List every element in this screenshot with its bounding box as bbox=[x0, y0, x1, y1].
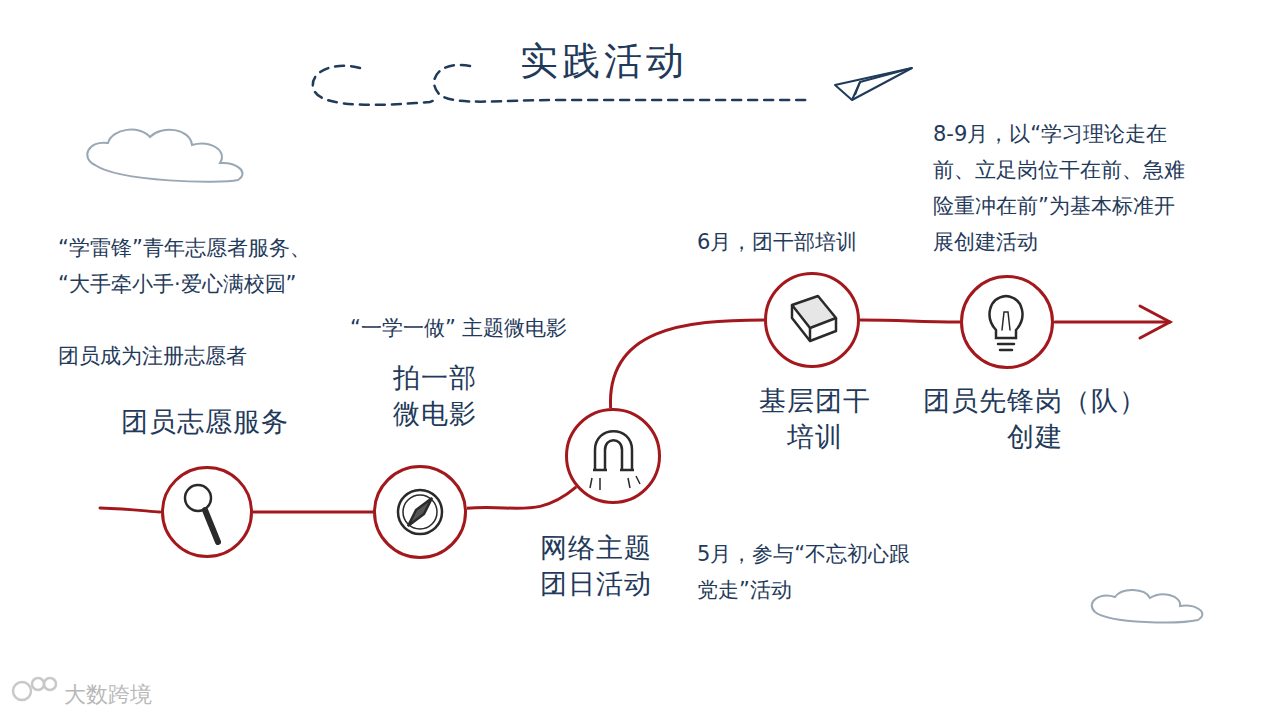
node-heading: 基层团干 培训 bbox=[745, 383, 885, 456]
timeline-circle: 团员先锋岗（队） 创建8-9月，以“学习理论走在前、立足岗位干在前、急难险重冲在… bbox=[960, 275, 1054, 369]
circle-outline bbox=[373, 465, 467, 559]
node-description: 6月，团干部培训 bbox=[697, 224, 917, 260]
circle-outline bbox=[161, 466, 253, 558]
timeline-connector bbox=[860, 320, 960, 322]
node-description: 8-9月，以“学习理论走在前、立足岗位干在前、急难险重冲在前”为基本标准开展创建… bbox=[933, 116, 1195, 260]
timeline-connector bbox=[467, 487, 576, 508]
title: 实践活动 bbox=[520, 36, 688, 87]
timeline-circle: 基层团干 培训6月，团干部培训 bbox=[764, 272, 860, 368]
timeline-connector bbox=[467, 487, 576, 508]
node-heading: 拍一部 微电影 bbox=[380, 360, 490, 433]
bulb-icon bbox=[990, 296, 1023, 350]
magnet-icon bbox=[590, 431, 640, 490]
circle-outline bbox=[565, 408, 661, 504]
paper-plane bbox=[835, 68, 912, 100]
timeline-circle: 团员志愿服务“学雷锋”青年志愿者服务、“大手牵小手·爱心满校园”团员成为注册志愿… bbox=[161, 466, 253, 558]
magnifier-icon bbox=[185, 485, 218, 542]
timeline-connector bbox=[253, 511, 373, 514]
watermark: 大数跨境 bbox=[64, 680, 152, 710]
circle-outline bbox=[163, 468, 252, 557]
node-description: “一学一做” 主题微电影 bbox=[350, 310, 630, 346]
title-swirl bbox=[313, 66, 435, 105]
timeline-circle: 网络主题 团日活动5月，参与“不忘初心跟党走”活动 bbox=[565, 408, 661, 504]
timeline-circle: 拍一部 微电影“一学一做” 主题微电影 bbox=[373, 465, 467, 559]
node-heading: 网络主题 团日活动 bbox=[540, 530, 670, 603]
circle-outline bbox=[766, 274, 859, 367]
circle-outline bbox=[375, 467, 466, 558]
node-heading: 团员志愿服务 bbox=[90, 404, 320, 440]
node-description: 团员成为注册志愿者 bbox=[58, 338, 320, 374]
timeline-connector bbox=[253, 512, 373, 513]
book-icon bbox=[792, 296, 836, 341]
timeline-connector bbox=[610, 320, 764, 408]
circle-outline bbox=[764, 272, 860, 368]
timeline-connector bbox=[610, 320, 764, 408]
node-heading: 团员先锋岗（队） 创建 bbox=[915, 383, 1155, 456]
circle-outline bbox=[962, 277, 1053, 368]
timeline-connector bbox=[860, 320, 960, 322]
compass-icon bbox=[398, 490, 442, 534]
node-description: 5月，参与“不忘初心跟党走”活动 bbox=[697, 536, 912, 608]
circle-outline bbox=[567, 410, 660, 503]
watermark-logo bbox=[13, 678, 56, 700]
node-description: “学雷锋”青年志愿者服务、“大手牵小手·爱心满校园” bbox=[58, 230, 320, 302]
circle-outline bbox=[960, 275, 1054, 369]
